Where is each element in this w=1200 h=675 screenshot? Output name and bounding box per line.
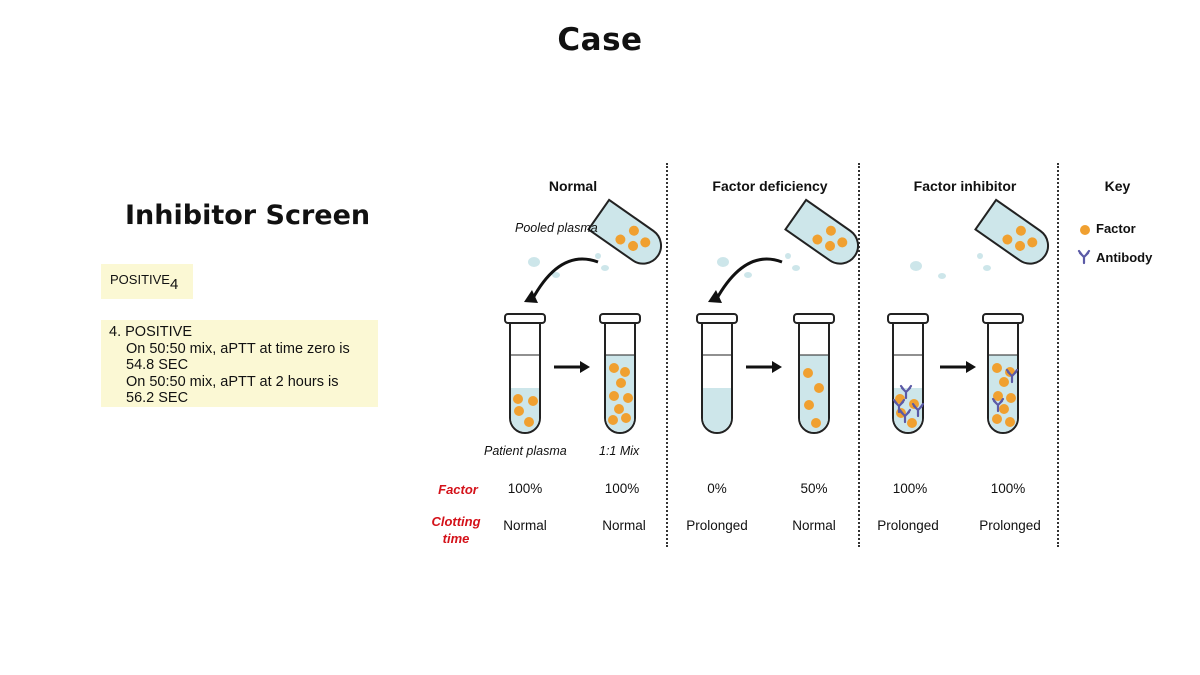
tube-patient-inhibitor xyxy=(888,314,928,433)
clotting-value: Normal xyxy=(769,518,859,533)
mix-arrow xyxy=(940,361,976,373)
clotting-value: Normal xyxy=(480,518,570,533)
pooled-plasma-tube xyxy=(975,200,1055,271)
tube-mix-normal xyxy=(600,314,640,433)
factor-row-label: Factor xyxy=(428,481,488,498)
plasma-droplets xyxy=(528,253,991,279)
factor-value: 100% xyxy=(577,481,667,496)
factor-value: 100% xyxy=(963,481,1053,496)
clotting-value: Prolonged xyxy=(863,518,953,533)
pooled-plasma-tube xyxy=(785,200,865,271)
clotting-value: Prolonged xyxy=(965,518,1055,533)
factor-value: 0% xyxy=(672,481,762,496)
key-antibody-icon xyxy=(1079,251,1089,263)
key-factor-icon xyxy=(1080,225,1090,235)
pooled-plasma-tube xyxy=(588,200,668,271)
mix-arrow xyxy=(746,361,782,373)
pooled-plasma-label: Pooled plasma xyxy=(515,221,598,235)
clotting-row-label: Clotting time xyxy=(426,513,486,547)
tube-patient-deficiency xyxy=(697,314,737,433)
factor-value: 100% xyxy=(480,481,570,496)
clotting-label-line: time xyxy=(426,530,486,547)
clotting-value: Normal xyxy=(579,518,669,533)
tube-mix-inhibitor xyxy=(983,314,1023,433)
key-antibody-label: Antibody xyxy=(1096,250,1152,265)
patient-plasma-label: Patient plasma xyxy=(484,444,567,458)
clotting-label-line: Clotting xyxy=(426,513,486,530)
factor-value: 50% xyxy=(769,481,859,496)
mix-arrow xyxy=(554,361,590,373)
pour-arrow xyxy=(532,259,598,300)
factor-value: 100% xyxy=(865,481,955,496)
tube-mix-deficiency xyxy=(794,314,834,433)
key-factor-label: Factor xyxy=(1096,221,1136,236)
mix-label: 1:1 Mix xyxy=(599,444,639,458)
clotting-value: Prolonged xyxy=(672,518,762,533)
tube-patient-normal xyxy=(505,314,545,433)
